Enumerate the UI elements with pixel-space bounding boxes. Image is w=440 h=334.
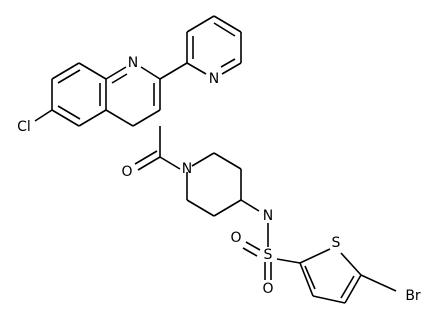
atom-n-pyridine: N bbox=[209, 71, 219, 87]
piperazine-ring bbox=[186, 152, 260, 217]
atom-o-sulfonyl-bottom: O bbox=[262, 281, 273, 297]
atom-s-thiophene: S bbox=[332, 235, 341, 251]
bond-c5-br bbox=[360, 274, 397, 292]
double-bond-inner bbox=[340, 275, 355, 299]
bond bbox=[312, 295, 346, 304]
thiophene-ring bbox=[299, 248, 397, 304]
atom-s-sulfonyl: S bbox=[264, 247, 273, 263]
bond-c6-cl bbox=[34, 109, 53, 122]
bond bbox=[51, 62, 80, 80]
bond-quinoline-pyridine bbox=[159, 62, 188, 80]
carbonyl-double-bond bbox=[134, 150, 158, 165]
bond-s-thiophene bbox=[276, 258, 301, 264]
bond bbox=[132, 109, 161, 127]
pyridinyl-ring bbox=[159, 15, 242, 80]
bond bbox=[78, 62, 107, 80]
bond bbox=[140, 66, 161, 80]
bond bbox=[344, 274, 362, 304]
bond bbox=[78, 109, 107, 127]
carbonyl-double-bond bbox=[137, 156, 161, 171]
bond bbox=[340, 252, 362, 276]
sulfonyl-double-bond bbox=[242, 247, 258, 257]
bond bbox=[299, 248, 331, 264]
double-bond-inner bbox=[57, 69, 81, 84]
atom-o-sulfonyl-top: O bbox=[230, 230, 241, 246]
sulfonyl-double-bond bbox=[245, 241, 261, 251]
double-bond-inner bbox=[220, 58, 236, 68]
double-bond-inner bbox=[111, 73, 128, 84]
bond bbox=[186, 199, 215, 217]
bond bbox=[186, 15, 215, 33]
atom-cl: Cl bbox=[17, 119, 31, 135]
double-bond-inner bbox=[304, 265, 316, 290]
bond bbox=[51, 109, 80, 127]
bond bbox=[186, 62, 207, 75]
double-bond-inner bbox=[57, 105, 81, 120]
bond bbox=[299, 262, 314, 297]
bond bbox=[105, 66, 127, 80]
quinoline-pyridine-ring bbox=[105, 66, 161, 127]
bond bbox=[213, 199, 242, 217]
bond bbox=[221, 62, 242, 75]
quinoline-benzo-ring bbox=[51, 62, 107, 127]
bond bbox=[213, 15, 242, 33]
atom-o-carbonyl: O bbox=[121, 164, 132, 180]
atom-n-quinoline: N bbox=[128, 55, 138, 71]
bond bbox=[240, 199, 260, 212]
sulfonyl-group bbox=[242, 223, 301, 280]
double-bond-inner bbox=[213, 22, 236, 37]
bond bbox=[105, 109, 134, 127]
atom-br: Br bbox=[405, 288, 421, 304]
atom-n-piperazine-amide: N bbox=[182, 161, 192, 177]
bond bbox=[191, 152, 215, 167]
bond bbox=[213, 152, 242, 170]
bond-carbonyl-n bbox=[159, 156, 181, 170]
carbonyl-group bbox=[134, 126, 181, 171]
atom-n-piperazine-sulfonyl: N bbox=[263, 208, 273, 224]
